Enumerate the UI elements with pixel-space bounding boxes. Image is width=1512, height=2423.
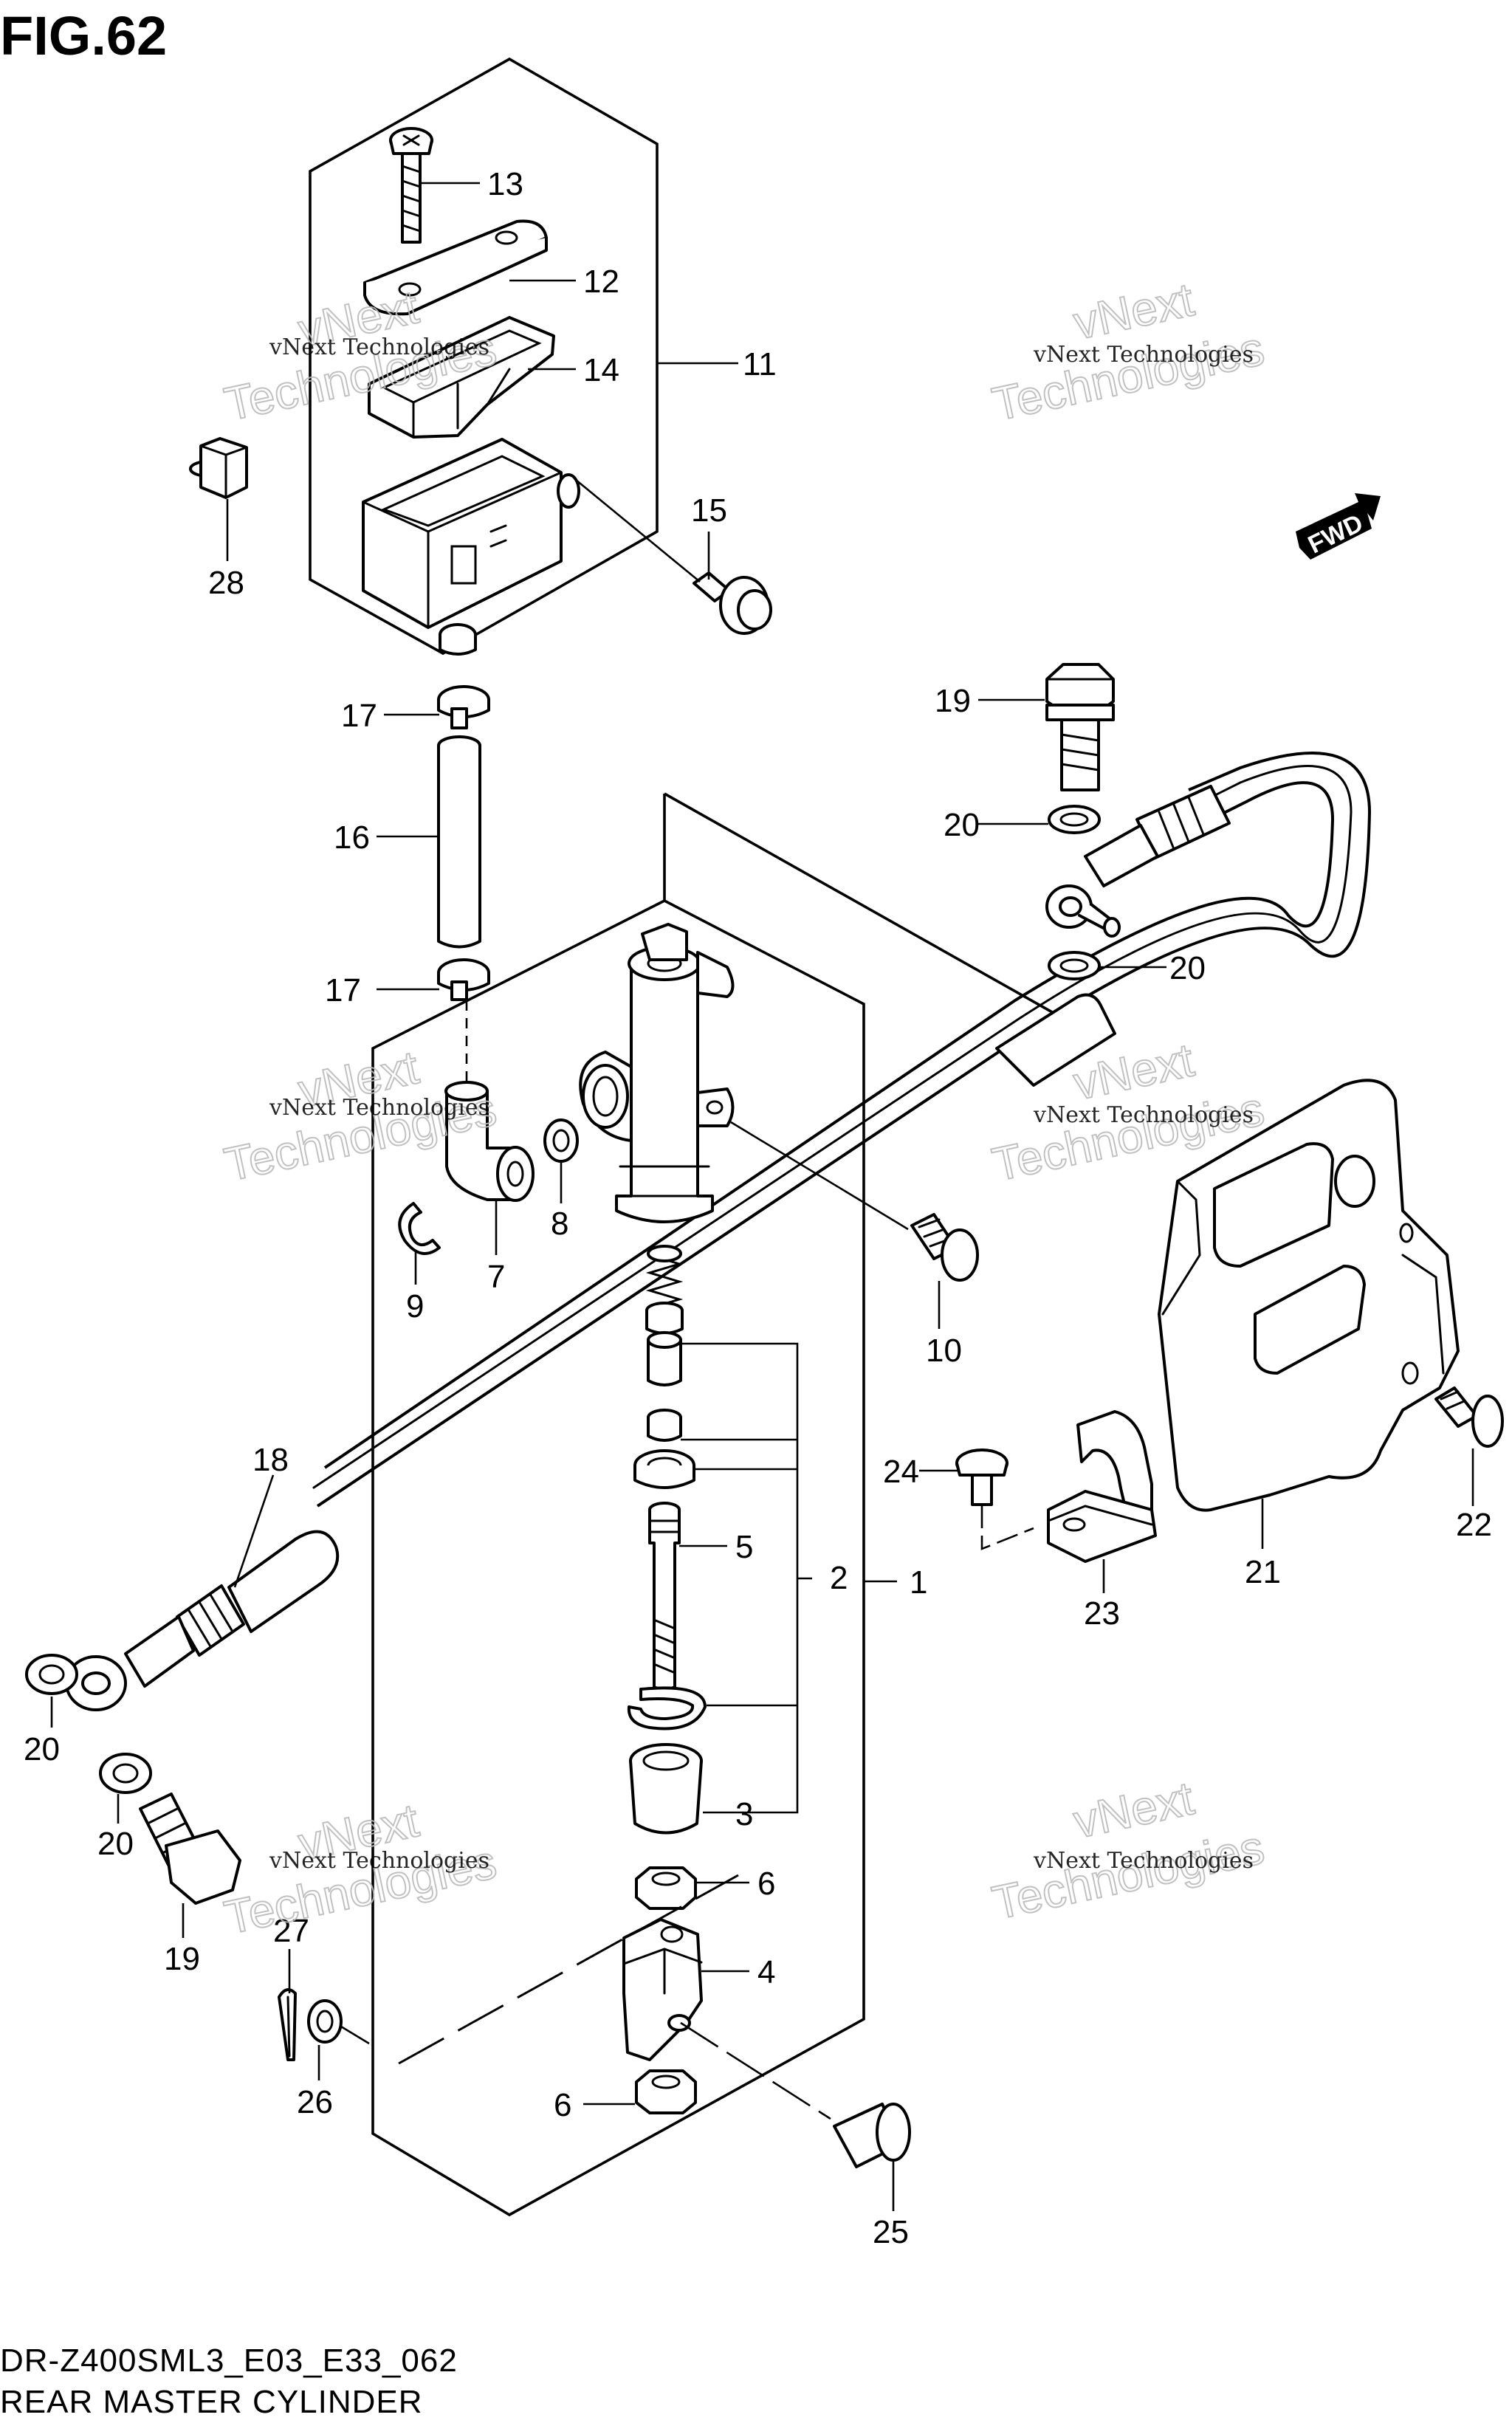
- callout-27: 27: [273, 1913, 309, 1949]
- callout-9: 9: [406, 1288, 424, 1324]
- part-17-clamp-top: [437, 685, 490, 729]
- part-7-hose-joint: [444, 1081, 535, 1202]
- part-9-circlip-lower: [627, 1686, 707, 1731]
- watermark-text: vNext Technologies: [269, 334, 489, 360]
- callout-21: 21: [1245, 1554, 1281, 1590]
- watermark-text: vNext Technologies: [1033, 1848, 1254, 1874]
- callout-19-lower: 19: [164, 1941, 200, 1977]
- callout-19-upper: 19: [935, 683, 971, 719]
- callout-20-lower-b: 20: [97, 1826, 134, 1862]
- master-cylinder-body: [579, 923, 735, 1223]
- part-9-circlip: [398, 1202, 441, 1255]
- part-13-screw: [389, 127, 433, 244]
- hose-lower-banjo: [65, 1655, 127, 1711]
- callout-7: 7: [487, 1259, 505, 1295]
- part-12-cap: [363, 219, 548, 316]
- fwd-arrow-icon: FWD: [1296, 493, 1381, 560]
- part-16-hose: [437, 735, 481, 949]
- callout-5: 5: [735, 1529, 753, 1565]
- part-4-clevis: [622, 1918, 703, 2061]
- part-20-washer-upper-a: [1048, 805, 1101, 834]
- part-21-guard: [1158, 1079, 1460, 1512]
- callout-28: 28: [208, 565, 244, 601]
- part-6-nut-upper: [635, 1866, 697, 1910]
- part-22-bolt: [1434, 1386, 1504, 1448]
- callout-24: 24: [883, 1454, 919, 1490]
- part-20-washer-lower-a: [25, 1654, 78, 1695]
- callout-10: 10: [926, 1333, 962, 1369]
- figure-caption: REAR MASTER CYLINDER: [0, 2384, 423, 2420]
- callout-20-upper-a: 20: [944, 807, 980, 843]
- callout-20-lower-a: 20: [24, 1731, 60, 1767]
- callout-18: 18: [252, 1442, 289, 1478]
- part-10-bolt: [910, 1213, 979, 1282]
- callout-17-top: 17: [341, 698, 377, 734]
- watermark-bottom-right: Technologies vNext vNext Technologies: [987, 1770, 1269, 1930]
- callout-6-upper: 6: [757, 1866, 775, 1902]
- callout-25: 25: [873, 2214, 909, 2250]
- part-14-diaphragm: [368, 316, 555, 439]
- callout-20-upper-b: 20: [1169, 950, 1206, 986]
- part-26-washer: [307, 1999, 343, 2044]
- callout-11: 11: [743, 346, 777, 382]
- part-19-banjo-bolt-upper: [1045, 663, 1115, 791]
- watermark-text: vNext Technologies: [1033, 342, 1254, 368]
- part-5-push-rod: [648, 1502, 681, 1691]
- part-3-cup: [645, 1302, 684, 1335]
- watermark-top-right: Technologies vNext vNext Technologies: [987, 272, 1269, 431]
- callout-15: 15: [691, 492, 727, 529]
- callout-numbers: 13 12 14 11 28 15 19 20 20 17 16 17 2 8 …: [24, 166, 1492, 2250]
- part-15-bolt: [693, 571, 772, 635]
- callout-4: 4: [757, 1954, 775, 1990]
- part-19-banjo-bolt-lower: [139, 1793, 241, 1905]
- watermark-bottom-left: Technologies vNext vNext Technologies: [219, 1793, 501, 1945]
- part-17-clamp-bottom: [437, 958, 490, 1001]
- part-6-nut-lower: [635, 2069, 697, 2114]
- callout-23: 23: [1084, 1595, 1120, 1632]
- part-24-screw: [955, 1448, 1008, 1506]
- part-20-washer-upper-b: [1048, 951, 1101, 980]
- callout-13: 13: [487, 166, 523, 202]
- part-8-o-ring: [543, 1118, 579, 1163]
- callout-6-lower: 6: [554, 2087, 571, 2123]
- part-23-clamp: [1047, 1410, 1157, 1563]
- callout-1: 1: [910, 1564, 927, 1601]
- part-3-boot: [629, 1743, 703, 1835]
- figure-title: FIG.62: [0, 5, 167, 66]
- part-3-cup-upper: [647, 1409, 682, 1442]
- washer: [633, 1449, 695, 1489]
- cylinder-assembly-frame: [371, 794, 865, 2217]
- piston: [647, 1331, 682, 1386]
- watermark-text: vNext Technologies: [269, 1848, 489, 1874]
- callout-3: 3: [735, 1796, 753, 1832]
- reservoir-assembly-frame: [309, 57, 659, 656]
- spring: [645, 1245, 684, 1319]
- callout-16: 16: [334, 819, 370, 856]
- model-code: DR-Z400SML3_E03_E33_062: [0, 2343, 458, 2379]
- part-18-brake-hose: [124, 752, 1372, 1688]
- part-27-cotter-pin: [278, 1988, 297, 2061]
- callout-8: 8: [551, 1206, 568, 1242]
- callout-12: 12: [583, 264, 619, 300]
- callout-17-bottom: 17: [325, 972, 361, 1008]
- watermark-text: vNext Technologies: [269, 1095, 489, 1121]
- callout-22: 22: [1456, 1507, 1492, 1543]
- part-28-label: [199, 437, 248, 499]
- watermark-text: vNext Technologies: [1033, 1102, 1254, 1128]
- callout-2: 2: [830, 1560, 848, 1596]
- leader-lines: [50, 182, 1474, 2211]
- frame-line: [664, 792, 1071, 1024]
- callout-14: 14: [583, 352, 619, 388]
- part-25-clevis-pin: [833, 2103, 911, 2168]
- callout-26: 26: [297, 2084, 333, 2120]
- part-20-washer-lower-b: [99, 1753, 152, 1794]
